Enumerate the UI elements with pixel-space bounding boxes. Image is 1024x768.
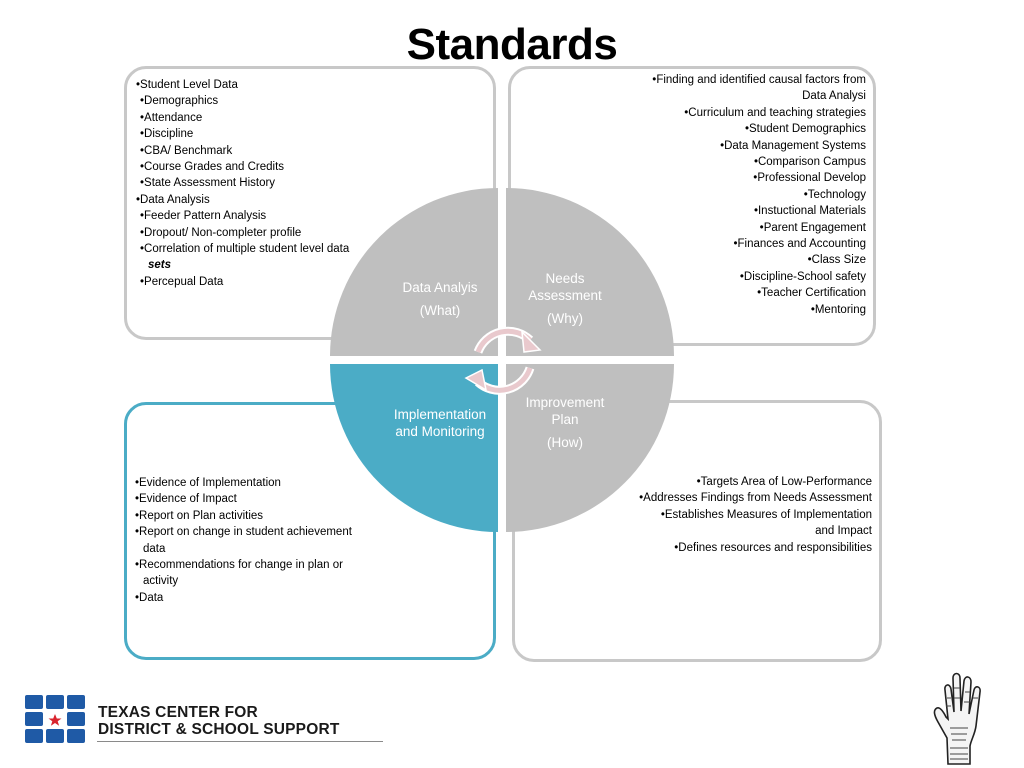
needs-assessment-list: •Finding and identified causal factors f… bbox=[620, 72, 866, 318]
list-item: •Percepual Data bbox=[136, 274, 376, 290]
q2-line3: (Why) bbox=[547, 311, 583, 326]
list-item: •State Assessment History bbox=[136, 175, 376, 191]
list-item: •Technology bbox=[803, 188, 866, 201]
q2-line2: Assessment bbox=[528, 288, 602, 303]
list-item-text: •State Assessment History bbox=[140, 177, 276, 190]
list-item: •Finding and identified causal factors f… bbox=[652, 74, 866, 86]
list-item-text: •Data Analysis bbox=[136, 193, 210, 206]
list-item-text: •Demographics bbox=[140, 95, 219, 108]
quadrant-data-analysis bbox=[330, 188, 498, 356]
implementation-list: •Evidence of Implementation •Evidence of … bbox=[135, 475, 375, 606]
list-item-text: •Evidence of Implementation bbox=[135, 477, 281, 489]
list-item: •Curriculum and teaching strategies bbox=[684, 106, 866, 119]
q4-line1: Improvement bbox=[525, 395, 605, 410]
improvement-plan-list: •Targets Area of Low-Performance •Address… bbox=[620, 474, 872, 556]
list-item: •Establishes Measures of Implementation bbox=[660, 508, 872, 521]
list-item: •Instuctional Materials bbox=[753, 205, 866, 218]
list-item-text: •Report on change in student achievement bbox=[135, 526, 352, 539]
list-item-emphasis: sets bbox=[148, 259, 172, 272]
footer-divider bbox=[97, 741, 383, 742]
quadrant-label-improvement-plan: Improvement Plan (How) bbox=[512, 394, 618, 451]
quadrant-label-data-analysis: Data Analyis (What) bbox=[388, 279, 492, 319]
list-item: •Addresses Findings from Needs Assessmen… bbox=[639, 492, 872, 505]
list-item: •Dropout/ Non-completer profile bbox=[136, 225, 376, 241]
organization-name-line1: TEXAS CENTER FOR bbox=[98, 704, 258, 721]
quadrant-improvement-plan bbox=[506, 364, 674, 532]
list-item: •Data Analysis bbox=[136, 192, 376, 208]
list-item: •Evidence of Implementation bbox=[135, 475, 375, 491]
list-item: •Attendance bbox=[136, 110, 376, 126]
list-item-text: •Evidence of Impact bbox=[135, 493, 237, 506]
list-item: Data Analysi bbox=[802, 90, 866, 103]
list-item-text: •Course Grades and Credits bbox=[140, 161, 285, 174]
list-item-text: •Attendance bbox=[140, 111, 203, 124]
q1-line1: Data Analyis bbox=[402, 280, 478, 295]
q3-line2: and Monitoring bbox=[395, 424, 485, 439]
list-item: •Data Management Systems bbox=[720, 139, 866, 152]
list-item-text: •Recommendations for change in plan or bbox=[135, 559, 343, 572]
list-item: •Course Grades and Credits bbox=[136, 159, 376, 175]
list-item: and Impact bbox=[815, 525, 872, 538]
quadrant-needs-assessment bbox=[506, 188, 674, 356]
list-item: •Defines resources and responsibilities bbox=[674, 541, 872, 554]
page-title: Standards bbox=[406, 20, 618, 69]
cycle-arrows-icon bbox=[464, 326, 542, 395]
list-item: •Professional Develop bbox=[753, 172, 866, 185]
tcdss-logo-icon bbox=[25, 695, 85, 743]
hand-icon bbox=[933, 672, 981, 765]
list-item: •Evidence of Impact bbox=[135, 491, 375, 507]
list-item: •CBA/ Benchmark bbox=[136, 143, 376, 159]
list-item-text: •Correlation of multiple student level d… bbox=[140, 243, 350, 256]
q3-line1: Implementation bbox=[393, 407, 487, 422]
quadrants bbox=[330, 188, 674, 532]
list-item: •Finances and Accounting bbox=[733, 238, 866, 251]
list-item: •Student Level Data bbox=[136, 77, 376, 93]
list-item-text: •Dropout/ Non-completer profile bbox=[140, 226, 302, 239]
q2-line1: Needs bbox=[545, 271, 585, 286]
q4-line3: (How) bbox=[547, 435, 583, 450]
organization-name-line2: DISTRICT & SCHOOL SUPPORT bbox=[98, 721, 340, 738]
quadrant-implementation bbox=[330, 364, 498, 532]
list-item-text: •Feeder Pattern Analysis bbox=[140, 210, 267, 223]
list-item-text: •Data bbox=[135, 591, 164, 604]
q4-line2: Plan bbox=[551, 412, 579, 427]
list-item: •Feeder Pattern Analysis bbox=[136, 208, 376, 224]
list-item-text: •Discipline bbox=[140, 128, 194, 141]
organization-name: TEXAS CENTER FOR DISTRICT & SCHOOL SUPPO… bbox=[98, 704, 340, 738]
data-analysis-list: •Student Level Data •Demographics •Attenda… bbox=[136, 77, 376, 290]
quadrant-label-needs-assessment: Needs Assessment (Why) bbox=[514, 270, 616, 327]
quadrant-label-implementation: Implementation and Monitoring bbox=[380, 406, 500, 440]
list-item: •Recommendations for change in plan or ac… bbox=[135, 557, 375, 590]
list-item: •Class Size bbox=[807, 254, 866, 267]
list-item-continuation: activity bbox=[143, 575, 179, 588]
list-item-text: •CBA/ Benchmark bbox=[140, 144, 233, 157]
list-item: •Discipline bbox=[136, 126, 376, 142]
list-item-continuation: data bbox=[143, 542, 166, 555]
list-item: •Comparison Campus bbox=[753, 156, 866, 169]
q1-line2: (What) bbox=[419, 303, 461, 318]
list-item: •Student Demographics bbox=[744, 123, 866, 136]
list-item: •Discipline-School safety bbox=[739, 270, 866, 283]
list-item: •Teacher Certification bbox=[757, 287, 866, 300]
list-item-text: •Student Level Data bbox=[136, 79, 238, 91]
list-item: •Targets Area of Low-Performance bbox=[696, 476, 872, 488]
list-item-text: •Report on Plan activities bbox=[135, 509, 264, 522]
list-item: •Data bbox=[135, 590, 375, 606]
list-item: •Demographics bbox=[136, 93, 376, 109]
list-item: •Mentoring bbox=[810, 303, 866, 316]
list-item: •Report on Plan activities bbox=[135, 508, 375, 524]
list-item: •Parent Engagement bbox=[759, 221, 866, 234]
list-item-text: •Percepual Data bbox=[140, 275, 224, 288]
list-item: •Correlation of multiple student level d… bbox=[136, 241, 376, 274]
list-item: •Report on change in student achievement… bbox=[135, 524, 375, 557]
